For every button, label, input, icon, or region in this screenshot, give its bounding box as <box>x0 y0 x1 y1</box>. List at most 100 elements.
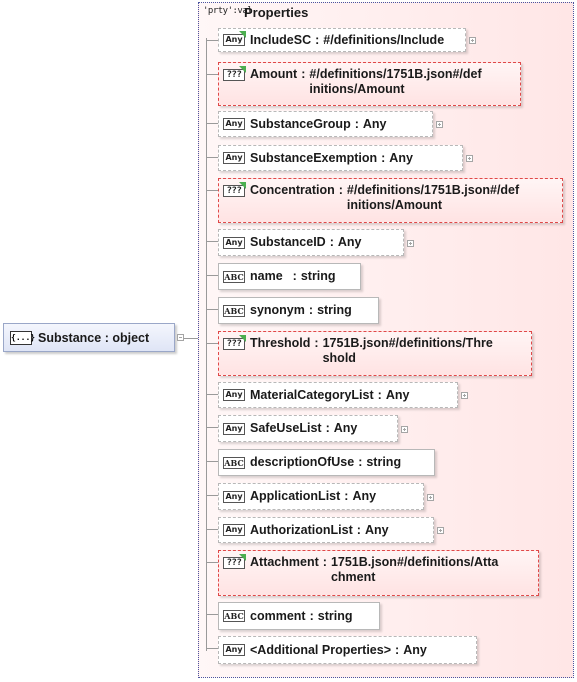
expand-plus-icon[interactable] <box>469 37 476 44</box>
property-name: MaterialCategoryList <box>250 388 374 402</box>
property-separator: : <box>329 235 334 249</box>
property-name: SubstanceID <box>250 235 326 249</box>
any-type-icon: Any <box>223 237 245 249</box>
property-type: Any <box>362 117 387 131</box>
root-node-type: object <box>112 331 150 345</box>
property-label: descriptionOfUse:string <box>250 455 401 470</box>
expand-plus-icon[interactable] <box>407 240 414 247</box>
property-name: synonym <box>250 303 305 317</box>
reference-marker-icon <box>239 182 246 189</box>
expand-plus-icon[interactable] <box>461 392 468 399</box>
expand-plus-icon[interactable] <box>466 155 473 162</box>
property-connector <box>206 343 218 344</box>
property-name: Amount <box>250 67 298 81</box>
properties-title: Properties <box>244 5 309 20</box>
property-node[interactable]: Any<Additional Properties>:Any <box>218 636 477 664</box>
property-separator: : <box>314 336 319 350</box>
property-label: MaterialCategoryList:Any <box>250 388 409 403</box>
property-node[interactable]: Any MaterialCategoryList:Any <box>218 382 458 408</box>
property-type: Any <box>352 489 377 503</box>
property-connector <box>206 394 218 395</box>
property-separator: : <box>292 269 297 283</box>
property-separator: : <box>322 555 327 569</box>
string-type-icon: ABC <box>223 457 245 469</box>
property-connector <box>206 614 218 615</box>
property-separator: : <box>315 33 320 47</box>
property-label: AuthorizationList:Any <box>250 523 389 538</box>
root-node-label: Substance : object <box>38 331 149 345</box>
expand-plus-icon[interactable] <box>437 527 444 534</box>
root-connector <box>184 338 198 339</box>
property-separator: : <box>309 609 314 623</box>
property-type: string <box>317 609 353 623</box>
property-node[interactable]: ???Concentration:#/definitions/1751B.jso… <box>218 178 563 223</box>
property-type-line1: #/definitions/1751B.json#/def <box>346 183 520 197</box>
property-type: #/definitions/Include <box>323 33 445 47</box>
property-name: ApplicationList <box>250 489 341 503</box>
root-node-substance[interactable]: {...} Substance : object <box>3 323 175 352</box>
any-type-icon: Any <box>223 491 245 503</box>
property-label: SubstanceID:Any <box>250 235 362 250</box>
property-type: Any <box>389 151 413 165</box>
reference-marker-icon <box>239 335 246 342</box>
property-name: SafeUseList <box>250 421 322 435</box>
property-connector <box>206 275 218 276</box>
property-separator: : <box>358 455 363 469</box>
property-type: Any <box>337 235 362 249</box>
root-node-name: Substance <box>38 331 102 345</box>
property-connector <box>206 241 218 242</box>
property-separator: : <box>338 183 343 197</box>
property-separator: : <box>308 303 314 317</box>
property-connector <box>206 648 218 649</box>
property-type: string <box>300 269 336 283</box>
property-label: ApplicationList:Any <box>250 489 376 504</box>
expand-plus-icon[interactable] <box>436 121 443 128</box>
property-type-line2: initions/Amount <box>346 198 443 212</box>
property-connector <box>206 562 218 563</box>
any-type-icon: Any <box>223 389 245 401</box>
expand-plus-icon[interactable] <box>401 426 408 433</box>
expand-plus-icon[interactable] <box>427 494 434 501</box>
property-name: IncludeSC <box>250 33 312 47</box>
string-type-icon: ABC <box>223 271 245 283</box>
property-type: string <box>366 455 402 469</box>
string-type-icon: ABC <box>223 610 245 622</box>
property-type-line1: 1751B.json#/definitions/Thre <box>322 336 493 350</box>
object-icon: {...} <box>10 331 35 345</box>
any-type-icon: Any <box>223 118 245 130</box>
property-name: Threshold <box>250 336 311 350</box>
property-connector <box>206 495 218 496</box>
property-name: <Additional Properties> <box>250 643 392 657</box>
property-connector <box>206 74 218 75</box>
property-node[interactable]: ???Attachment:1751B.json#/definitions/At… <box>218 550 539 596</box>
property-label: synonym:string <box>250 303 352 318</box>
property-node[interactable]: ABC descriptionOfUse:string <box>218 449 435 476</box>
property-separator: : <box>325 421 330 435</box>
property-connector <box>206 123 218 124</box>
string-type-icon: ABC <box>223 305 245 317</box>
property-name: Concentration <box>250 183 335 197</box>
property-node[interactable]: ABC synonym:string <box>218 297 379 324</box>
any-type-icon: Any <box>223 644 245 656</box>
property-connector <box>206 157 218 158</box>
property-separator: : <box>301 67 306 81</box>
property-type: Any <box>403 643 427 657</box>
property-label: SafeUseList:Any <box>250 421 357 436</box>
property-node[interactable]: ???Threshold:1751B.json#/definitions/Thr… <box>218 331 532 376</box>
root-collapse-icon[interactable] <box>177 334 184 341</box>
